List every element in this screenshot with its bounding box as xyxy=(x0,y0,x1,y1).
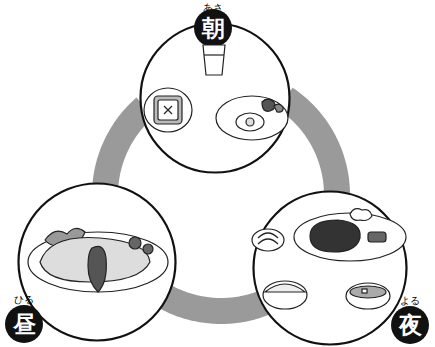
rice-bowl xyxy=(263,281,307,309)
soup-bowl xyxy=(346,283,390,309)
toast xyxy=(154,96,182,124)
meal-time-badge: 昼 xyxy=(5,305,43,343)
ring-connector xyxy=(105,107,145,186)
broccoli xyxy=(350,209,372,221)
circle-shape xyxy=(19,184,176,341)
circle-shape xyxy=(254,192,407,345)
vegetable xyxy=(262,99,275,111)
meal-circle: よる夜 xyxy=(252,190,408,346)
ring-connector xyxy=(164,296,266,311)
carrot xyxy=(368,232,386,242)
vegetable xyxy=(274,104,283,112)
side-dish xyxy=(252,229,284,251)
egg-yolk xyxy=(246,118,254,126)
butter xyxy=(164,106,172,114)
meal-time-badge: 朝 xyxy=(194,9,232,47)
lettuce xyxy=(45,228,85,246)
circle-outline xyxy=(252,190,408,346)
tomato xyxy=(143,244,153,254)
hamburg-steak xyxy=(310,220,360,252)
toast-plate xyxy=(144,88,192,132)
egg-plate xyxy=(216,96,288,140)
meal-time-badge: 夜 xyxy=(391,306,429,344)
pickles xyxy=(258,233,278,244)
meal-circle: ひる昼 xyxy=(17,182,177,342)
lunch-illustration xyxy=(28,228,168,292)
rice xyxy=(265,284,305,292)
lunch-plate xyxy=(28,232,168,292)
tofu xyxy=(362,289,367,293)
milk-line xyxy=(204,54,224,55)
milk-glass xyxy=(203,45,225,75)
toast-inner xyxy=(158,100,178,120)
dinner-plate xyxy=(294,213,406,261)
tomato xyxy=(129,237,141,249)
meal-circle: あさ朝 xyxy=(139,22,291,174)
dinner-illustration xyxy=(252,209,406,309)
egg-white xyxy=(236,113,264,131)
miso-soup xyxy=(350,286,386,298)
ketchup xyxy=(88,246,106,292)
ring-connector xyxy=(285,98,337,194)
omelette xyxy=(40,238,150,283)
breakfast-illustration xyxy=(144,45,288,140)
